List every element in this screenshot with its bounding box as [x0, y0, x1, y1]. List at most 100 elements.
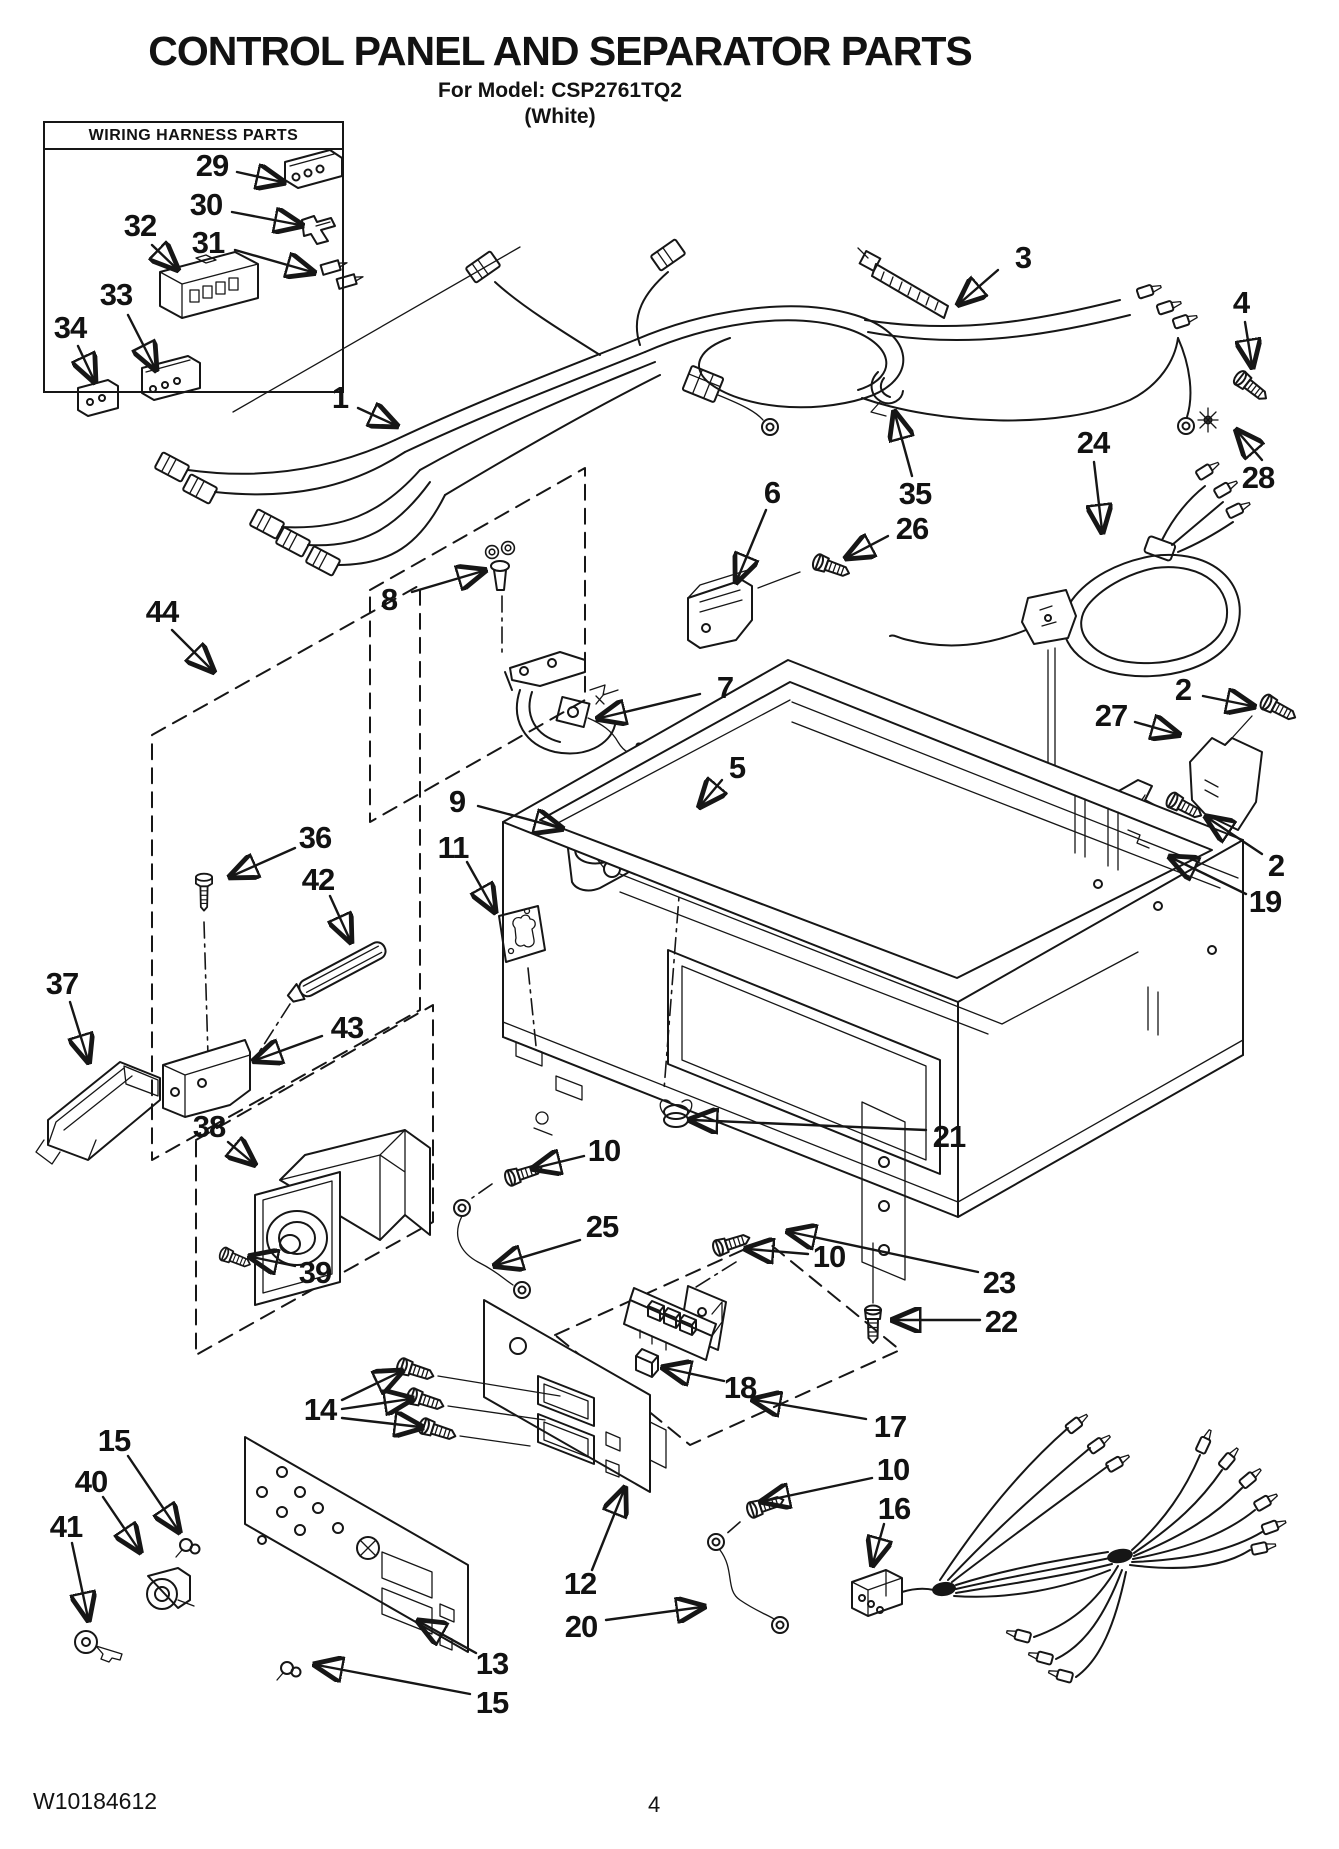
callout-arrow-15 [126, 1454, 178, 1530]
callout-arrow-10 [748, 1249, 810, 1254]
model-line: For Model: CSP2761TQ2 [438, 79, 682, 102]
callout-arrow-16 [873, 1522, 884, 1563]
callout-label-11: 11 [437, 830, 470, 865]
callout-arrow-29 [235, 172, 282, 182]
callout-arrow-37 [70, 1000, 88, 1060]
document-number: W10184612 [33, 1788, 158, 1814]
callout-label-5: 5 [728, 750, 746, 785]
callout-label-22: 22 [984, 1304, 1018, 1339]
callout-arrow-18 [665, 1368, 726, 1381]
callout-arrow-14 [340, 1399, 410, 1409]
callout-label-24: 24 [1076, 425, 1110, 460]
callout-label-9: 9 [448, 784, 466, 819]
slide-rail-drawing [35, 1061, 161, 1165]
solenoid-drawing [217, 1129, 431, 1306]
callout-arrow-23 [790, 1232, 980, 1274]
callout-label-30: 30 [189, 187, 223, 222]
callout-label-31: 31 [191, 225, 225, 260]
callout-arrow-21 [692, 1120, 928, 1130]
callout-label-2: 2 [1174, 672, 1192, 707]
callout-arrow-13 [420, 1622, 478, 1655]
callout-label-36: 36 [298, 820, 332, 855]
callout-arrow-38 [228, 1142, 253, 1163]
callout-arrow-25 [497, 1238, 582, 1265]
page-title: CONTROL PANEL AND SEPARATOR PARTS [148, 28, 973, 74]
callout-label-39: 39 [298, 1255, 332, 1290]
callout-label-38: 38 [192, 1109, 226, 1144]
main-harness-drawing [153, 238, 1200, 577]
callout-arrow-4 [1245, 320, 1252, 365]
callout-label-4: 4 [1232, 285, 1250, 320]
inset-connector-parts [77, 149, 364, 417]
callout-arrow-39 [252, 1257, 297, 1266]
callout-label-25: 25 [585, 1209, 619, 1244]
callout-label-28: 28 [1241, 460, 1275, 495]
callout-arrow-35 [895, 414, 912, 478]
callout-label-16: 16 [877, 1491, 911, 1526]
handle-rod-drawing [286, 941, 387, 1003]
callout-label-37: 37 [45, 966, 79, 1001]
callout-label-21: 21 [932, 1119, 966, 1154]
thermostat-group-drawing [484, 540, 853, 759]
callout-label-6: 6 [763, 475, 781, 510]
callout-label-19: 19 [1248, 884, 1282, 919]
dashed-boxes [151, 467, 901, 1446]
callout-label-17: 17 [873, 1409, 907, 1444]
callout-label-23: 23 [982, 1265, 1016, 1300]
callout-arrow-6 [737, 508, 768, 580]
callout-label-8: 8 [380, 582, 398, 617]
callout-arrow-1 [356, 408, 395, 425]
callout-label-15: 15 [97, 1423, 131, 1458]
callout-arrow-33 [126, 313, 155, 368]
callout-arrow-43 [256, 1034, 324, 1060]
callout-arrow-8 [410, 571, 483, 594]
callout-arrow-11 [465, 860, 494, 910]
callout-label-40: 40 [74, 1464, 108, 1499]
callout-arrow-32 [152, 245, 176, 268]
callout-label-41: 41 [49, 1509, 83, 1544]
callout-arrow-15 [317, 1665, 472, 1696]
callout-label-15: 15 [475, 1685, 509, 1720]
callout-label-2: 2 [1267, 848, 1285, 883]
callout-arrow-19 [1172, 858, 1248, 896]
callout-arrow-42 [330, 894, 350, 940]
callout-label-10: 10 [876, 1452, 910, 1487]
callout-label-20: 20 [564, 1609, 598, 1644]
callout-label-10: 10 [812, 1239, 846, 1274]
switch-assembly-drawing [623, 1285, 727, 1378]
callout-label-44: 44 [145, 594, 179, 629]
finish-line: (White) [524, 105, 596, 128]
power-cord-drawing [889, 458, 1253, 841]
title-block: CONTROL PANEL AND SEPARATOR PARTS For Mo… [0, 28, 1120, 129]
callout-arrow-27 [1133, 722, 1177, 734]
callout-arrow-2 [1201, 696, 1252, 706]
callout-label-18: 18 [723, 1370, 757, 1405]
ground-wires-drawing [453, 407, 1219, 1634]
lock-drawing [146, 1567, 195, 1610]
callout-arrow-26 [848, 536, 890, 557]
callout-label-29: 29 [195, 148, 229, 183]
callout-label-35: 35 [898, 476, 932, 511]
callout-label-14: 14 [303, 1392, 337, 1427]
cable-tie-drawing [857, 247, 949, 319]
control-panel-drawing [74, 1299, 667, 1681]
callout-arrow-34 [78, 344, 94, 380]
callout-arrows [70, 172, 1262, 1696]
callout-arrow-24 [1094, 460, 1102, 530]
callout-arrow-14 [340, 1418, 420, 1427]
callout-label-33: 33 [99, 277, 133, 312]
callout-label-12: 12 [563, 1566, 597, 1601]
callout-arrow-41 [72, 1541, 88, 1618]
page-number: 4 [648, 1792, 661, 1817]
callout-arrow-30 [230, 212, 300, 225]
callout-arrow-3 [960, 268, 1000, 303]
callout-label-43: 43 [330, 1010, 364, 1045]
callout-arrow-7 [600, 692, 702, 718]
callout-arrow-36 [232, 846, 297, 876]
callout-label-34: 34 [53, 310, 87, 345]
callout-arrow-17 [755, 1400, 868, 1421]
callout-arrow-12 [590, 1490, 624, 1572]
